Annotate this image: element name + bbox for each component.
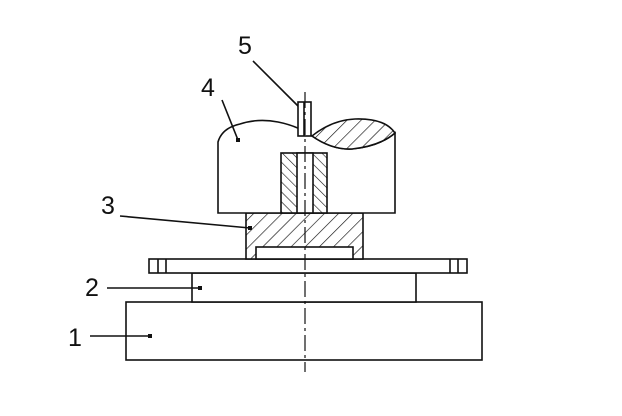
leader-lines bbox=[90, 60, 299, 338]
label-2: 2 bbox=[85, 274, 99, 302]
part-4-body bbox=[217, 118, 397, 214]
part-2-block bbox=[191, 272, 417, 303]
label-1: 1 bbox=[68, 324, 82, 352]
part-1-base bbox=[125, 301, 483, 361]
label-4: 4 bbox=[201, 74, 215, 102]
label-3: 3 bbox=[101, 192, 115, 220]
label-5: 5 bbox=[238, 32, 252, 60]
plate bbox=[148, 258, 468, 274]
